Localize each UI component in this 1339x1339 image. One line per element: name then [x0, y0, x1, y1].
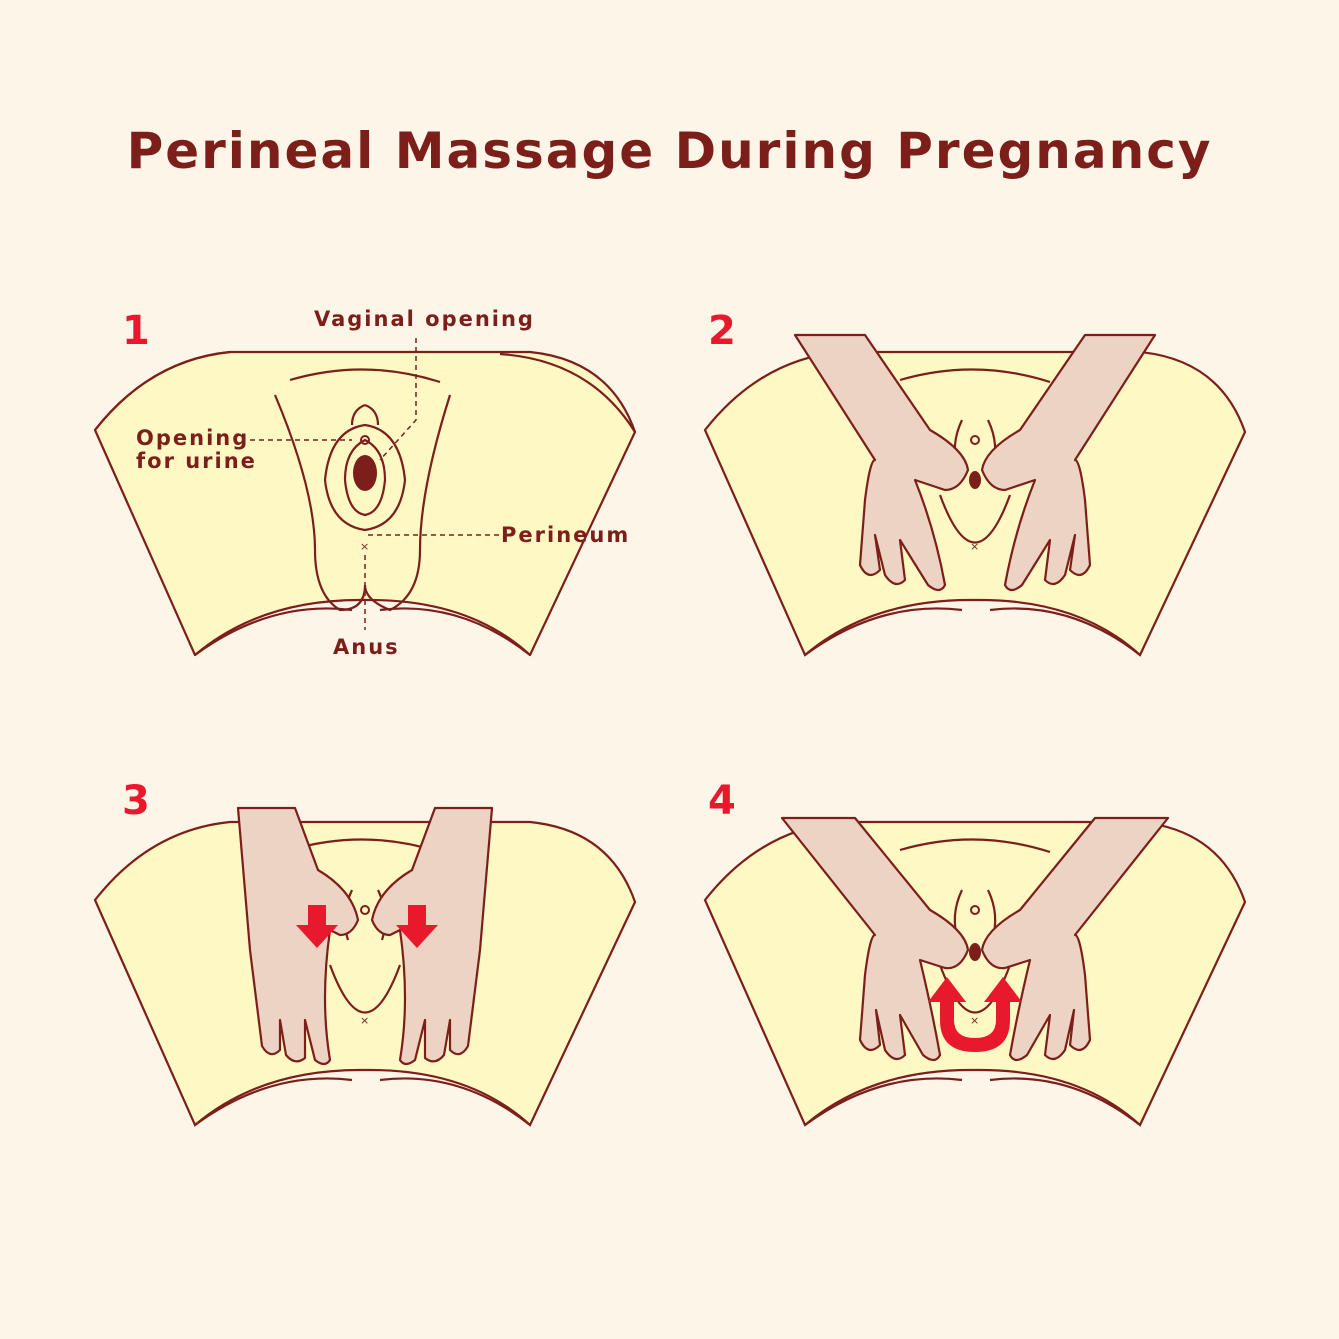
label-perineum: Perineum: [501, 523, 631, 547]
step-2-panel: 2 ×: [700, 300, 1339, 740]
label-opening-for-urine-2: for urine: [136, 449, 257, 473]
step-4-number: 4: [708, 778, 736, 824]
step-4-illustration: ×: [703, 816, 1247, 1127]
step-1-panel: 1 × Vaginal opening Opening for urine: [90, 300, 730, 740]
step-3-number: 3: [122, 778, 150, 824]
step-1-illustration: ×: [93, 338, 637, 657]
label-opening-for-urine-1: Opening: [136, 426, 250, 450]
vaginal-opening-mark: [353, 455, 377, 491]
svg-text:×: ×: [970, 540, 979, 553]
page-title: Perineal Massage During Pregnancy: [126, 122, 1213, 180]
svg-text:×: ×: [360, 540, 369, 553]
step-1-number: 1: [122, 308, 150, 354]
step-2-number: 2: [708, 308, 736, 354]
step-4-panel: 4 ×: [700, 770, 1339, 1210]
hands: [793, 333, 1157, 592]
step-3-illustration: ×: [93, 806, 637, 1127]
label-anus: Anus: [333, 635, 400, 659]
hands: [780, 816, 1170, 1062]
u-turn-arrow-icon: [928, 977, 1022, 1052]
hands: [236, 806, 494, 1066]
down-arrow-icon: [296, 905, 438, 948]
svg-text:×: ×: [970, 1014, 979, 1027]
svg-text:×: ×: [360, 1014, 369, 1027]
step-3-panel: 3 ×: [90, 770, 730, 1210]
step-2-illustration: ×: [703, 333, 1247, 657]
label-vaginal-opening: Vaginal opening: [314, 307, 535, 331]
